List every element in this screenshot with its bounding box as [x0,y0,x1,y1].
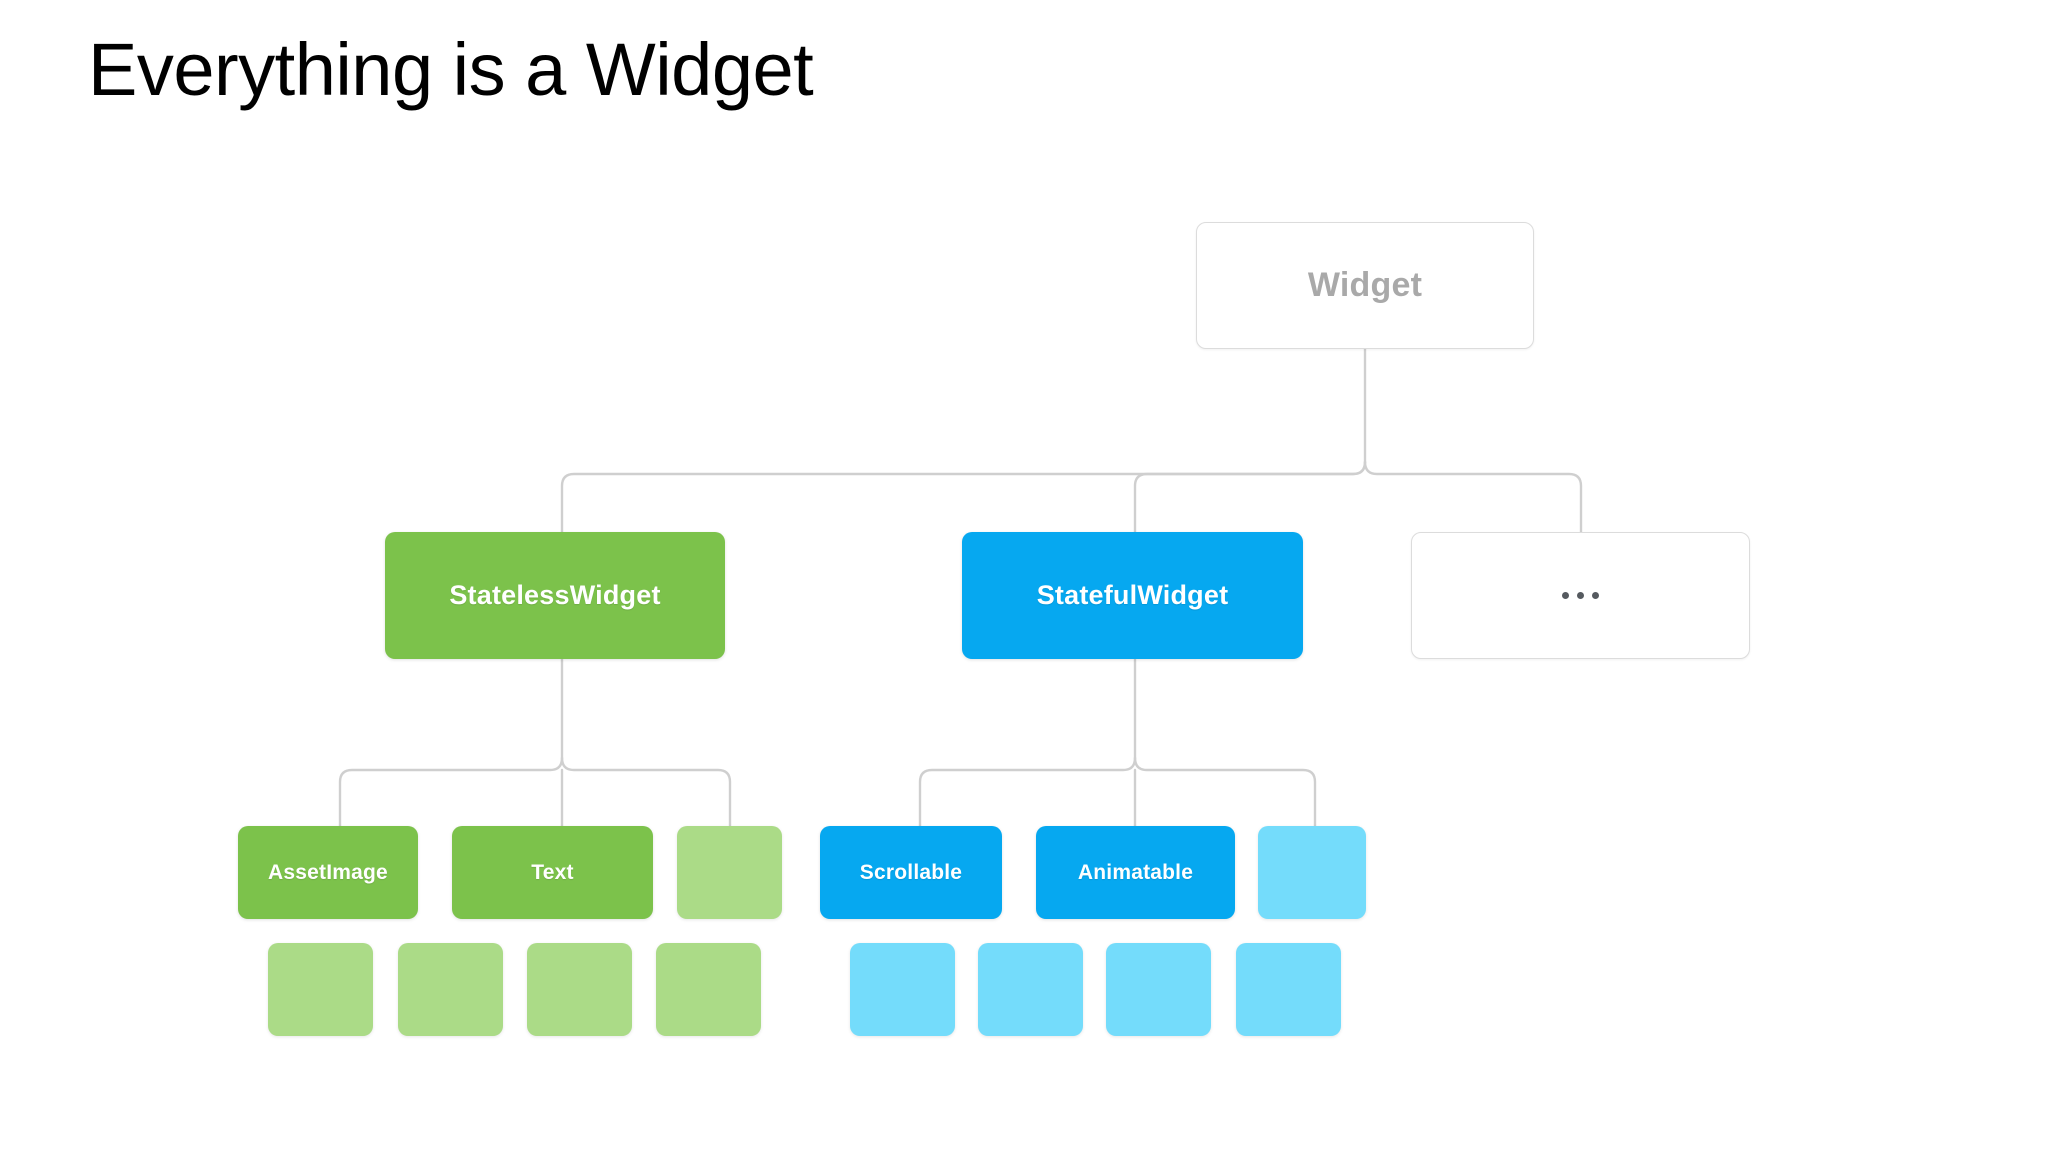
ellipsis-icon [1562,592,1599,599]
node-stateful-widget-label: StatefulWidget [1036,580,1229,610]
node-green-placeholder[interactable] [677,826,782,919]
node-text[interactable]: Text [452,826,653,919]
node-animatable[interactable]: Animatable [1036,826,1235,919]
node-scrollable-label: Scrollable [859,860,963,884]
node-blue-leaf-2[interactable] [978,943,1083,1036]
node-green-leaf-2[interactable] [398,943,503,1036]
node-blue-leaf-3[interactable] [1106,943,1211,1036]
node-green-leaf-1[interactable] [268,943,373,1036]
node-green-leaf-4[interactable] [656,943,761,1036]
page-title: Everything is a Widget [88,28,814,111]
node-blue-leaf-1[interactable] [850,943,955,1036]
node-animatable-label: Animatable [1077,860,1194,884]
node-more-widgets[interactable] [1411,532,1750,659]
node-text-label: Text [531,860,574,884]
node-widget[interactable]: Widget [1196,222,1534,349]
node-stateless-widget-label: StatelessWidget [449,580,661,610]
node-stateful-widget[interactable]: StatefulWidget [962,532,1303,659]
node-green-leaf-3[interactable] [527,943,632,1036]
node-blue-placeholder[interactable] [1258,826,1366,919]
node-stateless-widget[interactable]: StatelessWidget [385,532,725,659]
node-asset-image[interactable]: AssetImage [238,826,418,919]
node-blue-leaf-4[interactable] [1236,943,1341,1036]
node-widget-label: Widget [1307,266,1423,304]
node-asset-image-label: AssetImage [268,860,388,884]
node-scrollable[interactable]: Scrollable [820,826,1002,919]
